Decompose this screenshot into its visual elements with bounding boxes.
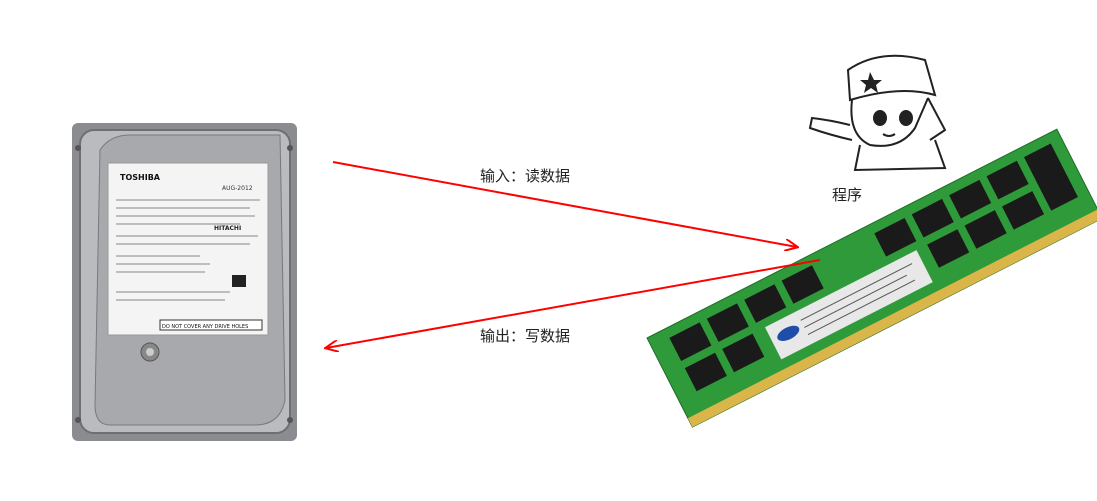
ram-module-image bbox=[646, 128, 1097, 428]
hard-disk-drive-image: TOSHIBA AUG-2012 HITACHI DO NOT COVER AN… bbox=[72, 123, 297, 441]
programmer-cartoon bbox=[808, 54, 947, 172]
output-write-label: 输出：写数据 bbox=[480, 327, 571, 345]
hdd-maker: HITACHI bbox=[214, 225, 241, 232]
hdd-notice: DO NOT COVER ANY DRIVE HOLES bbox=[162, 324, 248, 330]
hdd-brand: TOSHIBA bbox=[120, 173, 161, 182]
program-label: 程序 bbox=[832, 186, 863, 204]
hdd-date: AUG-2012 bbox=[222, 185, 253, 192]
input-arrow bbox=[332, 161, 797, 247]
input-read-label: 输入：读数据 bbox=[480, 167, 571, 185]
output-arrow bbox=[326, 259, 821, 348]
